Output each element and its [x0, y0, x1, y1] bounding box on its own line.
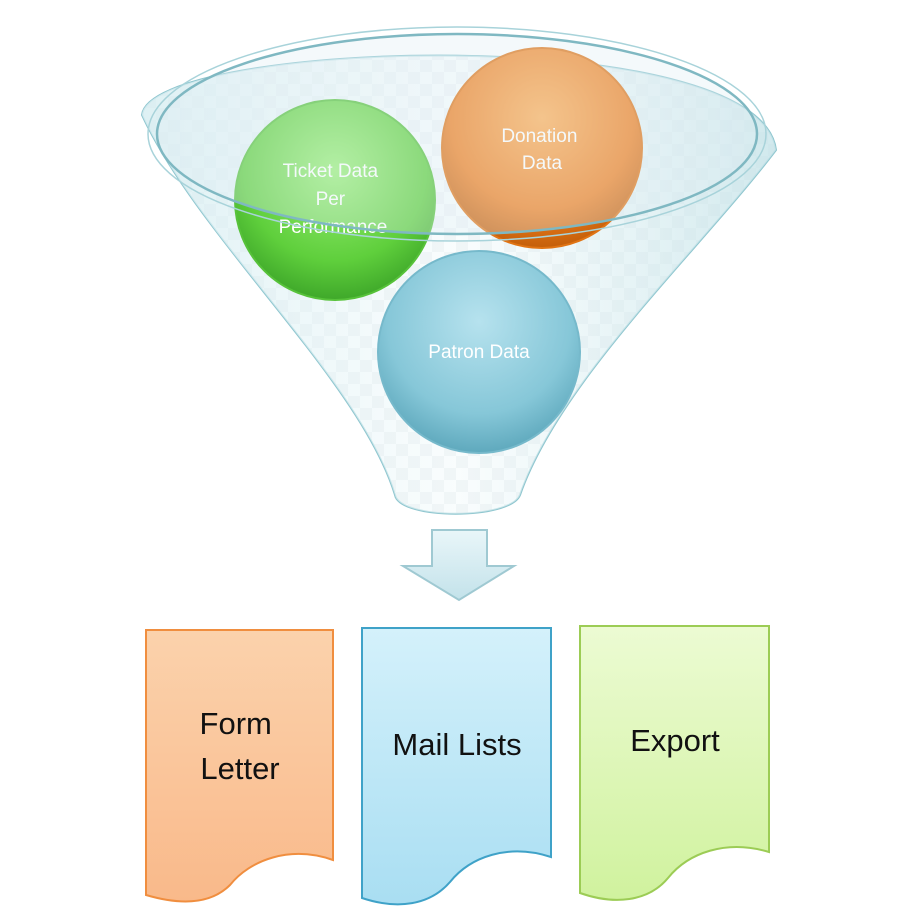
svg-text:Form Letter: Form Letter [200, 706, 281, 786]
svg-text:Ticket Data Per Pe: Ticket Data Per Performance [279, 161, 388, 238]
svg-text:Export: Export [630, 723, 720, 758]
patron-data-line-1: Patron Data [428, 342, 530, 363]
ticket-data-bubble: Ticket Data Per Performance [234, 99, 436, 301]
form-letter-line-1: Form [200, 706, 272, 741]
svg-text:Mail Lists: Mail Lists [392, 727, 521, 762]
down-arrow-icon [399, 529, 518, 602]
form-letter-document: Form Letter [145, 629, 334, 903]
donation-data-line-2: Data [522, 153, 563, 174]
export-line-1: Export [630, 723, 720, 758]
donation-data-line-1: Donation [501, 126, 577, 147]
svg-text:Donation Data: Donation Data [501, 126, 582, 174]
donation-data-bubble: Donation Data [441, 47, 643, 249]
ticket-data-line-1: Ticket Data [283, 161, 379, 182]
mail-lists-document: Mail Lists [361, 627, 552, 906]
ticket-data-line-2: Per [316, 189, 346, 210]
form-letter-line-2: Letter [200, 751, 279, 786]
ticket-data-line-3: Performance [279, 217, 388, 238]
export-document: Export [579, 625, 770, 901]
mail-lists-line-1: Mail Lists [392, 727, 521, 762]
patron-data-bubble: Patron Data [377, 250, 581, 454]
svg-text:Patron Data: Patron Data [428, 342, 530, 363]
funnel-rim [147, 26, 767, 242]
